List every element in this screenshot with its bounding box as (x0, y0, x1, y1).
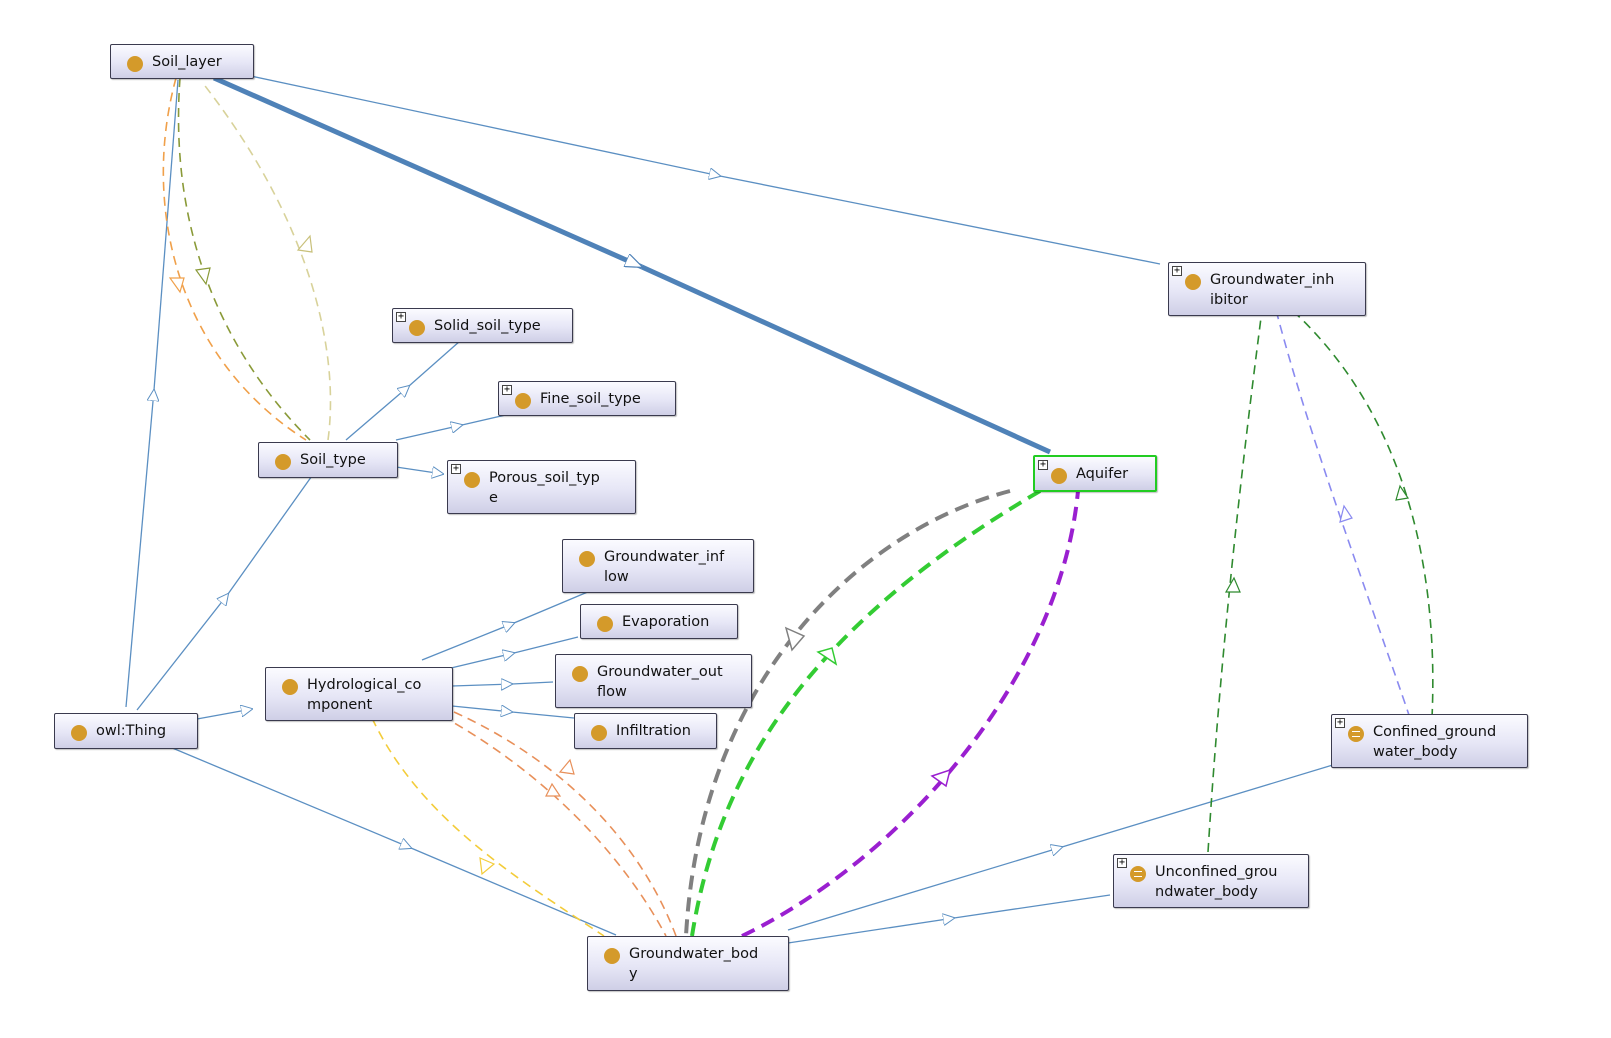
edge-gwbody-aquifer-purple (741, 490, 1080, 938)
node-infiltration[interactable]: Infiltration (574, 713, 717, 749)
class-dot-icon (1051, 468, 1067, 484)
class-dot-icon (71, 725, 87, 741)
equivalent-class-icon (1348, 726, 1364, 742)
expand-icon[interactable]: + (1172, 265, 1182, 276)
class-dot-icon (572, 666, 588, 682)
edge-soillayer-soiltype-olive (177, 77, 311, 441)
edge-soillayer-inhibitor (245, 74, 720, 176)
class-dot-icon (591, 725, 607, 741)
edge-gwbody-confined (787, 847, 1062, 931)
equivalent-class-icon (1130, 866, 1146, 882)
node-label: owl:Thing (96, 723, 167, 739)
node-label: Solid_soil_type (434, 318, 541, 334)
class-dot-icon (282, 679, 298, 695)
node-evaporation[interactable]: Evaporation (580, 604, 738, 639)
node-label: Soil_layer (152, 54, 222, 70)
node-label: Groundwater_out flow (597, 664, 723, 700)
expand-icon[interactable]: + (396, 311, 406, 322)
edge-thing-hydro (196, 709, 252, 720)
node-unconfined-groundwater-body[interactable]: + Unconfined_grou ndwater_body (1113, 854, 1309, 908)
class-dot-icon (275, 454, 291, 470)
expand-icon[interactable]: + (1117, 857, 1127, 868)
node-label: Porous_soil_typ e (489, 470, 600, 506)
edge-hydro-infil (451, 706, 512, 712)
node-label: Groundwater_inh ibitor (1210, 272, 1335, 308)
edge-hydro-gwbody-yellow (371, 717, 605, 937)
class-dot-icon (597, 616, 613, 632)
node-label: Unconfined_grou ndwater_body (1155, 864, 1278, 900)
node-aquifer[interactable]: + Aquifer (1033, 455, 1157, 492)
edge-thing-soiltype (136, 594, 228, 711)
node-label: Groundwater_inf low (604, 549, 725, 585)
node-hydrological-component[interactable]: Hydrological_co mponent (265, 667, 453, 721)
node-groundwater-body[interactable]: Groundwater_bod y (587, 936, 789, 991)
node-label: Confined_ground water_body (1373, 724, 1497, 760)
edge-unconfined-inhibitor-green (1207, 309, 1263, 853)
edge-thing-soillayer (125, 390, 154, 708)
edge-gwbody-unconfined (787, 918, 954, 944)
edge-soiltype-porous (395, 466, 443, 474)
class-dot-icon (604, 948, 620, 964)
edge-soiltype-fine (395, 425, 462, 441)
expand-icon[interactable]: + (502, 384, 512, 395)
node-solid-soil-type[interactable]: + Solid_soil_type (392, 308, 573, 343)
node-label: Fine_soil_type (540, 391, 641, 407)
edge-soiltype-soillayer-khaki (201, 81, 332, 441)
expand-icon[interactable]: + (1038, 459, 1048, 470)
node-groundwater-inhibitor[interactable]: + Groundwater_inh ibitor (1168, 262, 1366, 316)
node-soil-type[interactable]: Soil_type (258, 442, 398, 478)
edge-soillayer-aquifer (212, 75, 642, 270)
edge-soiltype-solid (345, 386, 409, 441)
edge-hydro-evap (450, 653, 514, 669)
node-label: Hydrological_co mponent (307, 677, 422, 713)
node-label: Groundwater_bod y (629, 946, 759, 982)
subclass-edges (125, 74, 1337, 944)
node-label: Infiltration (616, 723, 691, 739)
edge-hydro-inflow (421, 623, 514, 661)
class-dot-icon (579, 551, 595, 567)
node-label: Aquifer (1076, 466, 1129, 482)
node-label: Evaporation (622, 614, 710, 630)
edge-hydro-gwbody-orange1 (453, 711, 677, 937)
node-confined-groundwater-body[interactable]: + Confined_ground water_body (1331, 714, 1528, 768)
node-fine-soil-type[interactable]: + Fine_soil_type (498, 381, 676, 416)
edge-thing-gwbody (169, 746, 411, 848)
class-dot-icon (515, 393, 531, 409)
edge-gwbody-aquifer-green (690, 489, 1042, 937)
node-soil-layer[interactable]: Soil_layer (110, 44, 254, 79)
edge-soillayer-soiltype-orange (162, 77, 307, 441)
class-dot-icon (464, 472, 480, 488)
edge-confined-inhibitor-green (1291, 309, 1434, 719)
property-edges (162, 77, 1434, 938)
expand-icon[interactable]: + (451, 463, 461, 474)
class-dot-icon (409, 320, 425, 336)
node-groundwater-outflow[interactable]: Groundwater_out flow (555, 654, 752, 708)
expand-icon[interactable]: + (1335, 717, 1345, 728)
edge-aquifer-gwbody-gray (684, 489, 1011, 937)
node-porous-soil-type[interactable]: + Porous_soil_typ e (447, 460, 636, 514)
node-groundwater-inflow[interactable]: Groundwater_inf low (562, 539, 754, 593)
edge-hydro-outflow (451, 684, 512, 686)
node-owl-thing[interactable]: owl:Thing (54, 713, 198, 749)
node-label: Soil_type (300, 452, 366, 468)
class-dot-icon (127, 56, 143, 72)
class-dot-icon (1185, 274, 1201, 290)
